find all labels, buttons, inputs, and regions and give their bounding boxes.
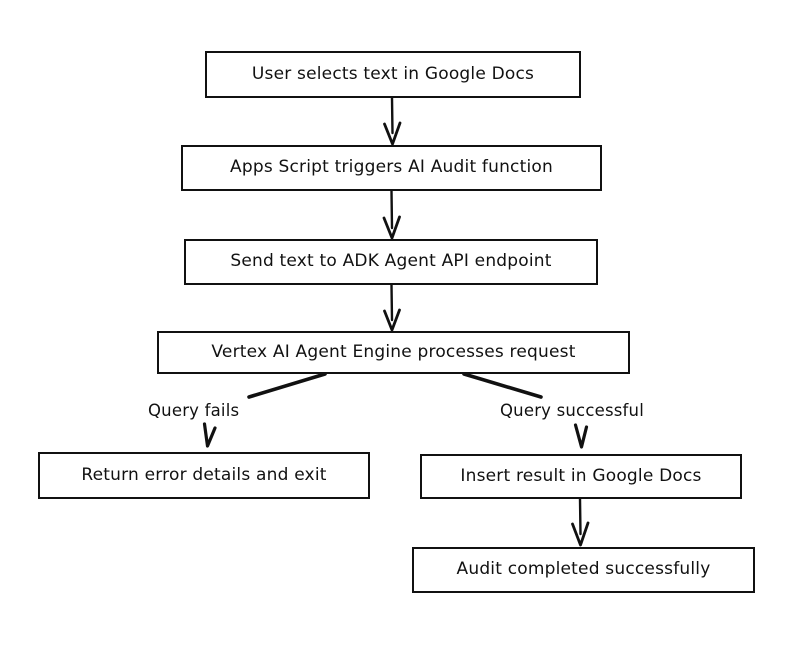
node-label: User selects text in Google Docs bbox=[251, 63, 535, 84]
node-audit-complete[interactable]: Audit completed successfully bbox=[412, 547, 755, 593]
node-label: Return error details and exit bbox=[81, 464, 327, 485]
node-label: Insert result in Google Docs bbox=[460, 465, 702, 486]
node-send-text-to-adk[interactable]: Send text to ADK Agent API endpoint bbox=[184, 239, 598, 285]
connector-send-text-to-vertex-engine bbox=[383, 283, 401, 332]
node-label: Apps Script triggers AI Audit function bbox=[230, 157, 553, 178]
node-apps-script-trigger[interactable]: Apps Script triggers AI Audit function bbox=[181, 145, 602, 191]
node-return-error[interactable]: Return error details and exit bbox=[38, 452, 370, 499]
edge-label-query-fails: Query fails bbox=[148, 401, 240, 420]
node-label: Audit completed successfully bbox=[456, 559, 711, 580]
node-insert-result[interactable]: Insert result in Google Docs bbox=[420, 454, 742, 499]
connector-select-text-to-apps-script bbox=[383, 96, 402, 146]
node-vertex-ai-agent-engine[interactable]: Vertex AI Agent Engine processes request bbox=[157, 331, 630, 374]
node-label: Send text to ADK Agent API endpoint bbox=[230, 251, 552, 272]
connector-apps-script-to-send-text bbox=[382, 189, 401, 240]
node-label: Vertex AI Agent Engine processes request bbox=[211, 341, 576, 362]
edge-label-query-successful: Query successful bbox=[500, 401, 644, 420]
connector-insert-result-to-audit-complete bbox=[571, 497, 590, 547]
node-user-selects-text[interactable]: User selects text in Google Docs bbox=[205, 51, 581, 98]
